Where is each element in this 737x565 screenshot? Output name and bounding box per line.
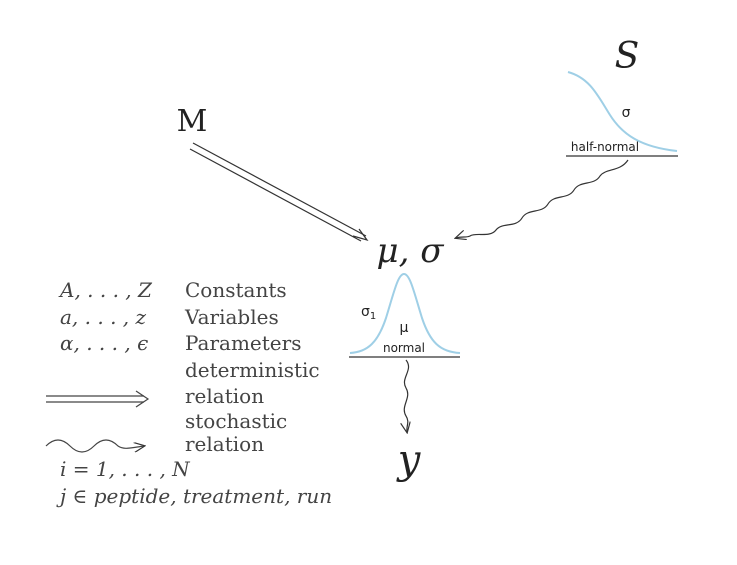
legend-deterministic-arrow <box>46 390 150 408</box>
legend-deterministic-line1: deterministic <box>185 358 320 382</box>
stochastic-arrow-s-to-mu-sigma <box>456 159 629 238</box>
half-normal-distribution: σ half-normal <box>566 71 678 157</box>
legend-variables-symbol: a, . . . , z <box>60 305 146 329</box>
normal-param-mu: μ <box>400 320 409 336</box>
node-m: M <box>177 104 208 139</box>
legend-deterministic-line2: relation <box>185 384 264 408</box>
legend-stochastic-line2: relation <box>185 432 264 456</box>
legend-constants-label: Constants <box>185 278 287 302</box>
legend-constants-symbol: A, . . . , Z <box>58 278 153 302</box>
normal-distribution: σ1 μ normal <box>349 272 461 358</box>
legend-index-i: i = 1, . . . , N <box>60 457 191 481</box>
legend-stochastic-arrow <box>45 439 144 453</box>
half-normal-label: half-normal <box>571 140 639 154</box>
legend-index-j: j ∈ peptide, treatment, run <box>56 484 332 508</box>
normal-curve <box>349 272 461 354</box>
legend: A, . . . , Z Constants a, . . . , z Vari… <box>45 278 332 508</box>
legend-variables-label: Variables <box>184 305 279 329</box>
stochastic-arrow-to-y-wave <box>404 359 408 432</box>
half-normal-param: σ <box>622 105 631 121</box>
deterministic-arrow-m-to-mu-sigma <box>189 142 369 242</box>
normal-param-sigma: σ1 <box>361 304 376 322</box>
legend-parameters-symbol: α, . . . , ϵ <box>60 331 148 355</box>
node-mu-sigma: μ, σ <box>377 231 445 271</box>
normal-param-sigma-subscript: 1 <box>370 311 376 322</box>
node-s: S <box>615 36 640 77</box>
legend-stochastic-line1: stochastic <box>185 409 287 433</box>
half-normal-curve <box>567 71 678 152</box>
normal-label: normal <box>383 341 425 355</box>
legend-parameters-label: Parameters <box>185 331 301 355</box>
node-y: y <box>396 437 422 483</box>
